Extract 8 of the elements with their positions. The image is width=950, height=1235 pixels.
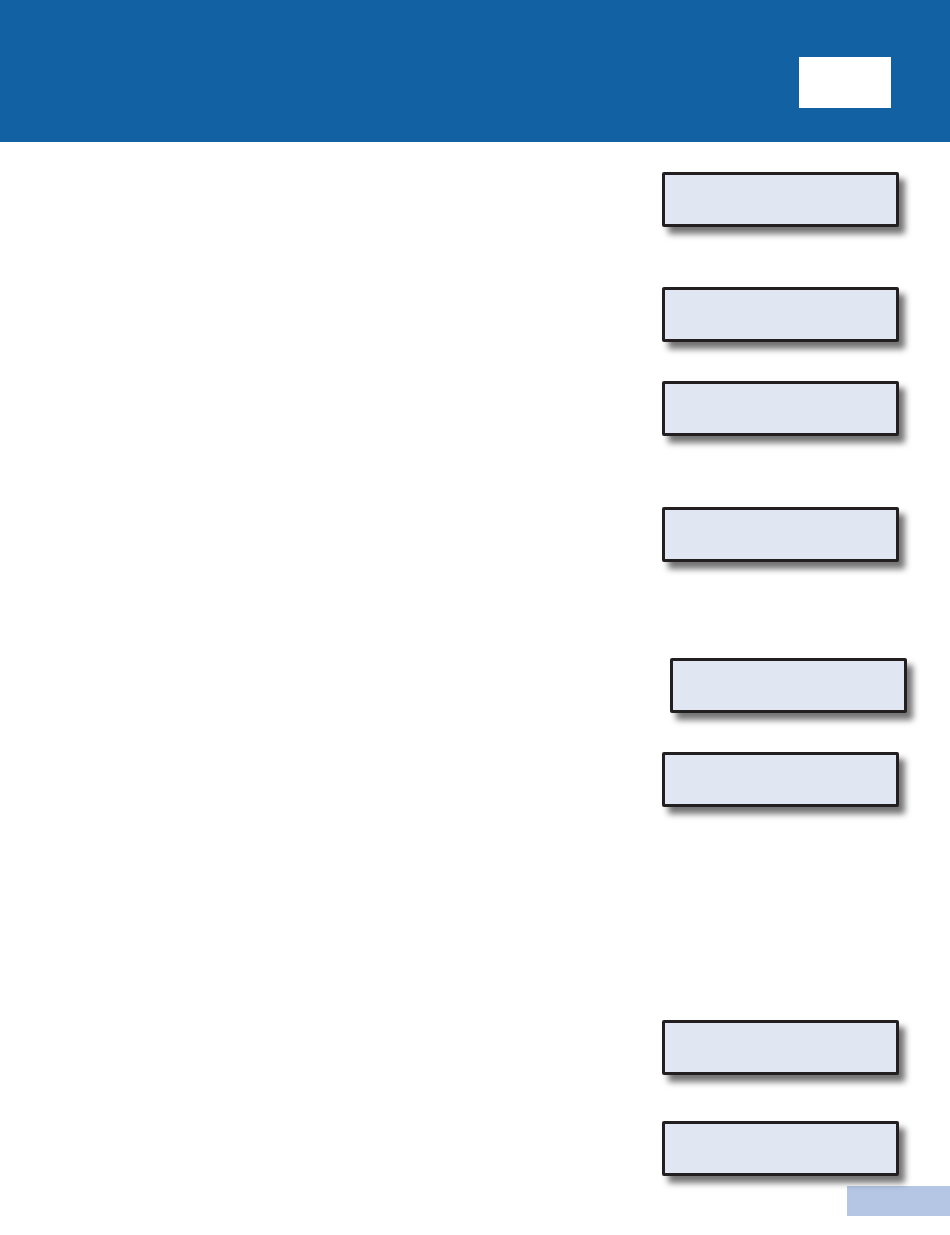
empty-box (662, 752, 899, 807)
empty-box (662, 1121, 899, 1176)
empty-box (662, 507, 899, 562)
empty-box (662, 381, 899, 436)
empty-box (670, 658, 907, 713)
empty-box (662, 1020, 899, 1075)
empty-box (662, 287, 899, 342)
empty-box (662, 172, 899, 227)
